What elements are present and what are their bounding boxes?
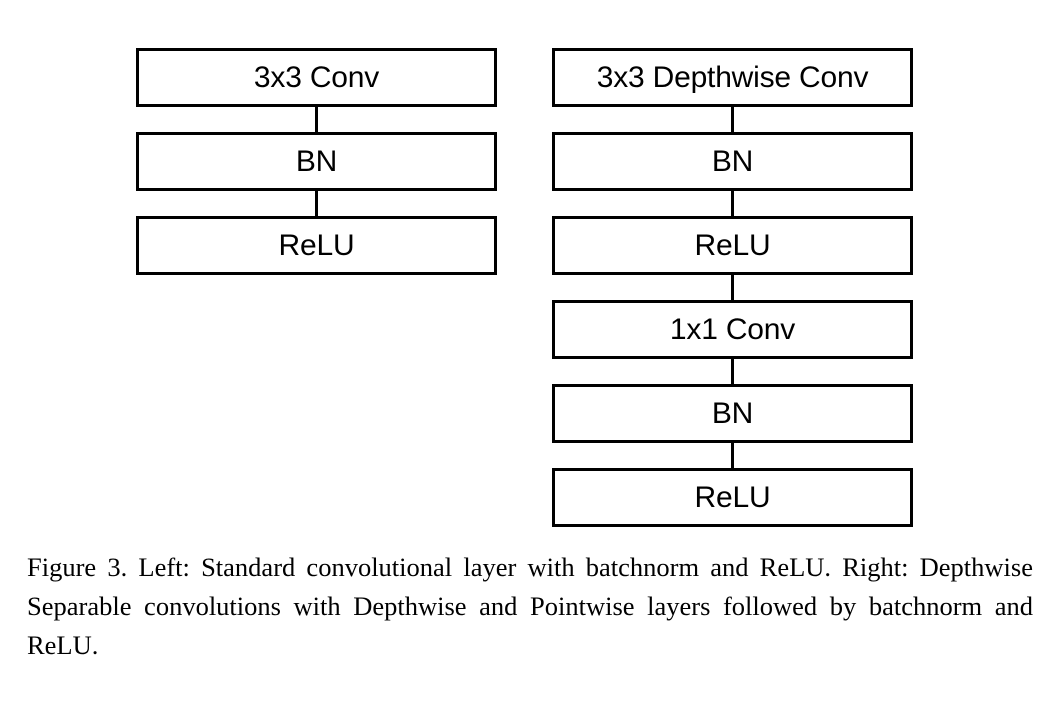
node-relu: ReLU <box>136 216 497 275</box>
node-label: BN <box>295 144 338 178</box>
block-diagram: 3x3 Conv BN ReLU 3x3 Depthwise Conv BN <box>136 48 913 527</box>
node-label: 1x1 Conv <box>669 312 796 346</box>
node-bn-2: BN <box>552 384 913 443</box>
node-3x3-conv: 3x3 Conv <box>136 48 497 107</box>
node-label: ReLU <box>278 228 355 262</box>
node-label: BN <box>711 396 754 430</box>
node-label: ReLU <box>694 228 771 262</box>
node-label: BN <box>711 144 754 178</box>
diagram-column-standard-conv: 3x3 Conv BN ReLU <box>136 48 497 275</box>
edge-pointwise-to-bn2 <box>552 358 913 385</box>
node-bn: BN <box>136 132 497 191</box>
edge-relu1-to-pointwise <box>552 274 913 301</box>
edge-bn1-to-relu1 <box>552 190 913 217</box>
edge-bn-to-relu <box>136 190 497 217</box>
figure-caption: Figure 3. Left: Standard convolutional l… <box>27 548 1033 665</box>
caption-text: Figure 3. Left: Standard convolutional l… <box>27 552 1033 660</box>
edge-bn2-to-relu2 <box>552 442 913 469</box>
node-relu-1: ReLU <box>552 216 913 275</box>
node-3x3-depthwise-conv: 3x3 Depthwise Conv <box>552 48 913 107</box>
node-label: 3x3 Depthwise Conv <box>596 60 869 94</box>
node-label: ReLU <box>694 480 771 514</box>
node-relu-2: ReLU <box>552 468 913 527</box>
node-bn-1: BN <box>552 132 913 191</box>
node-label: 3x3 Conv <box>253 60 380 94</box>
edge-conv-to-bn <box>136 106 497 133</box>
node-1x1-conv: 1x1 Conv <box>552 300 913 359</box>
edge-depthwise-to-bn1 <box>552 106 913 133</box>
diagram-column-depthwise-separable: 3x3 Depthwise Conv BN ReLU 1x1 Conv BN R… <box>552 48 913 527</box>
